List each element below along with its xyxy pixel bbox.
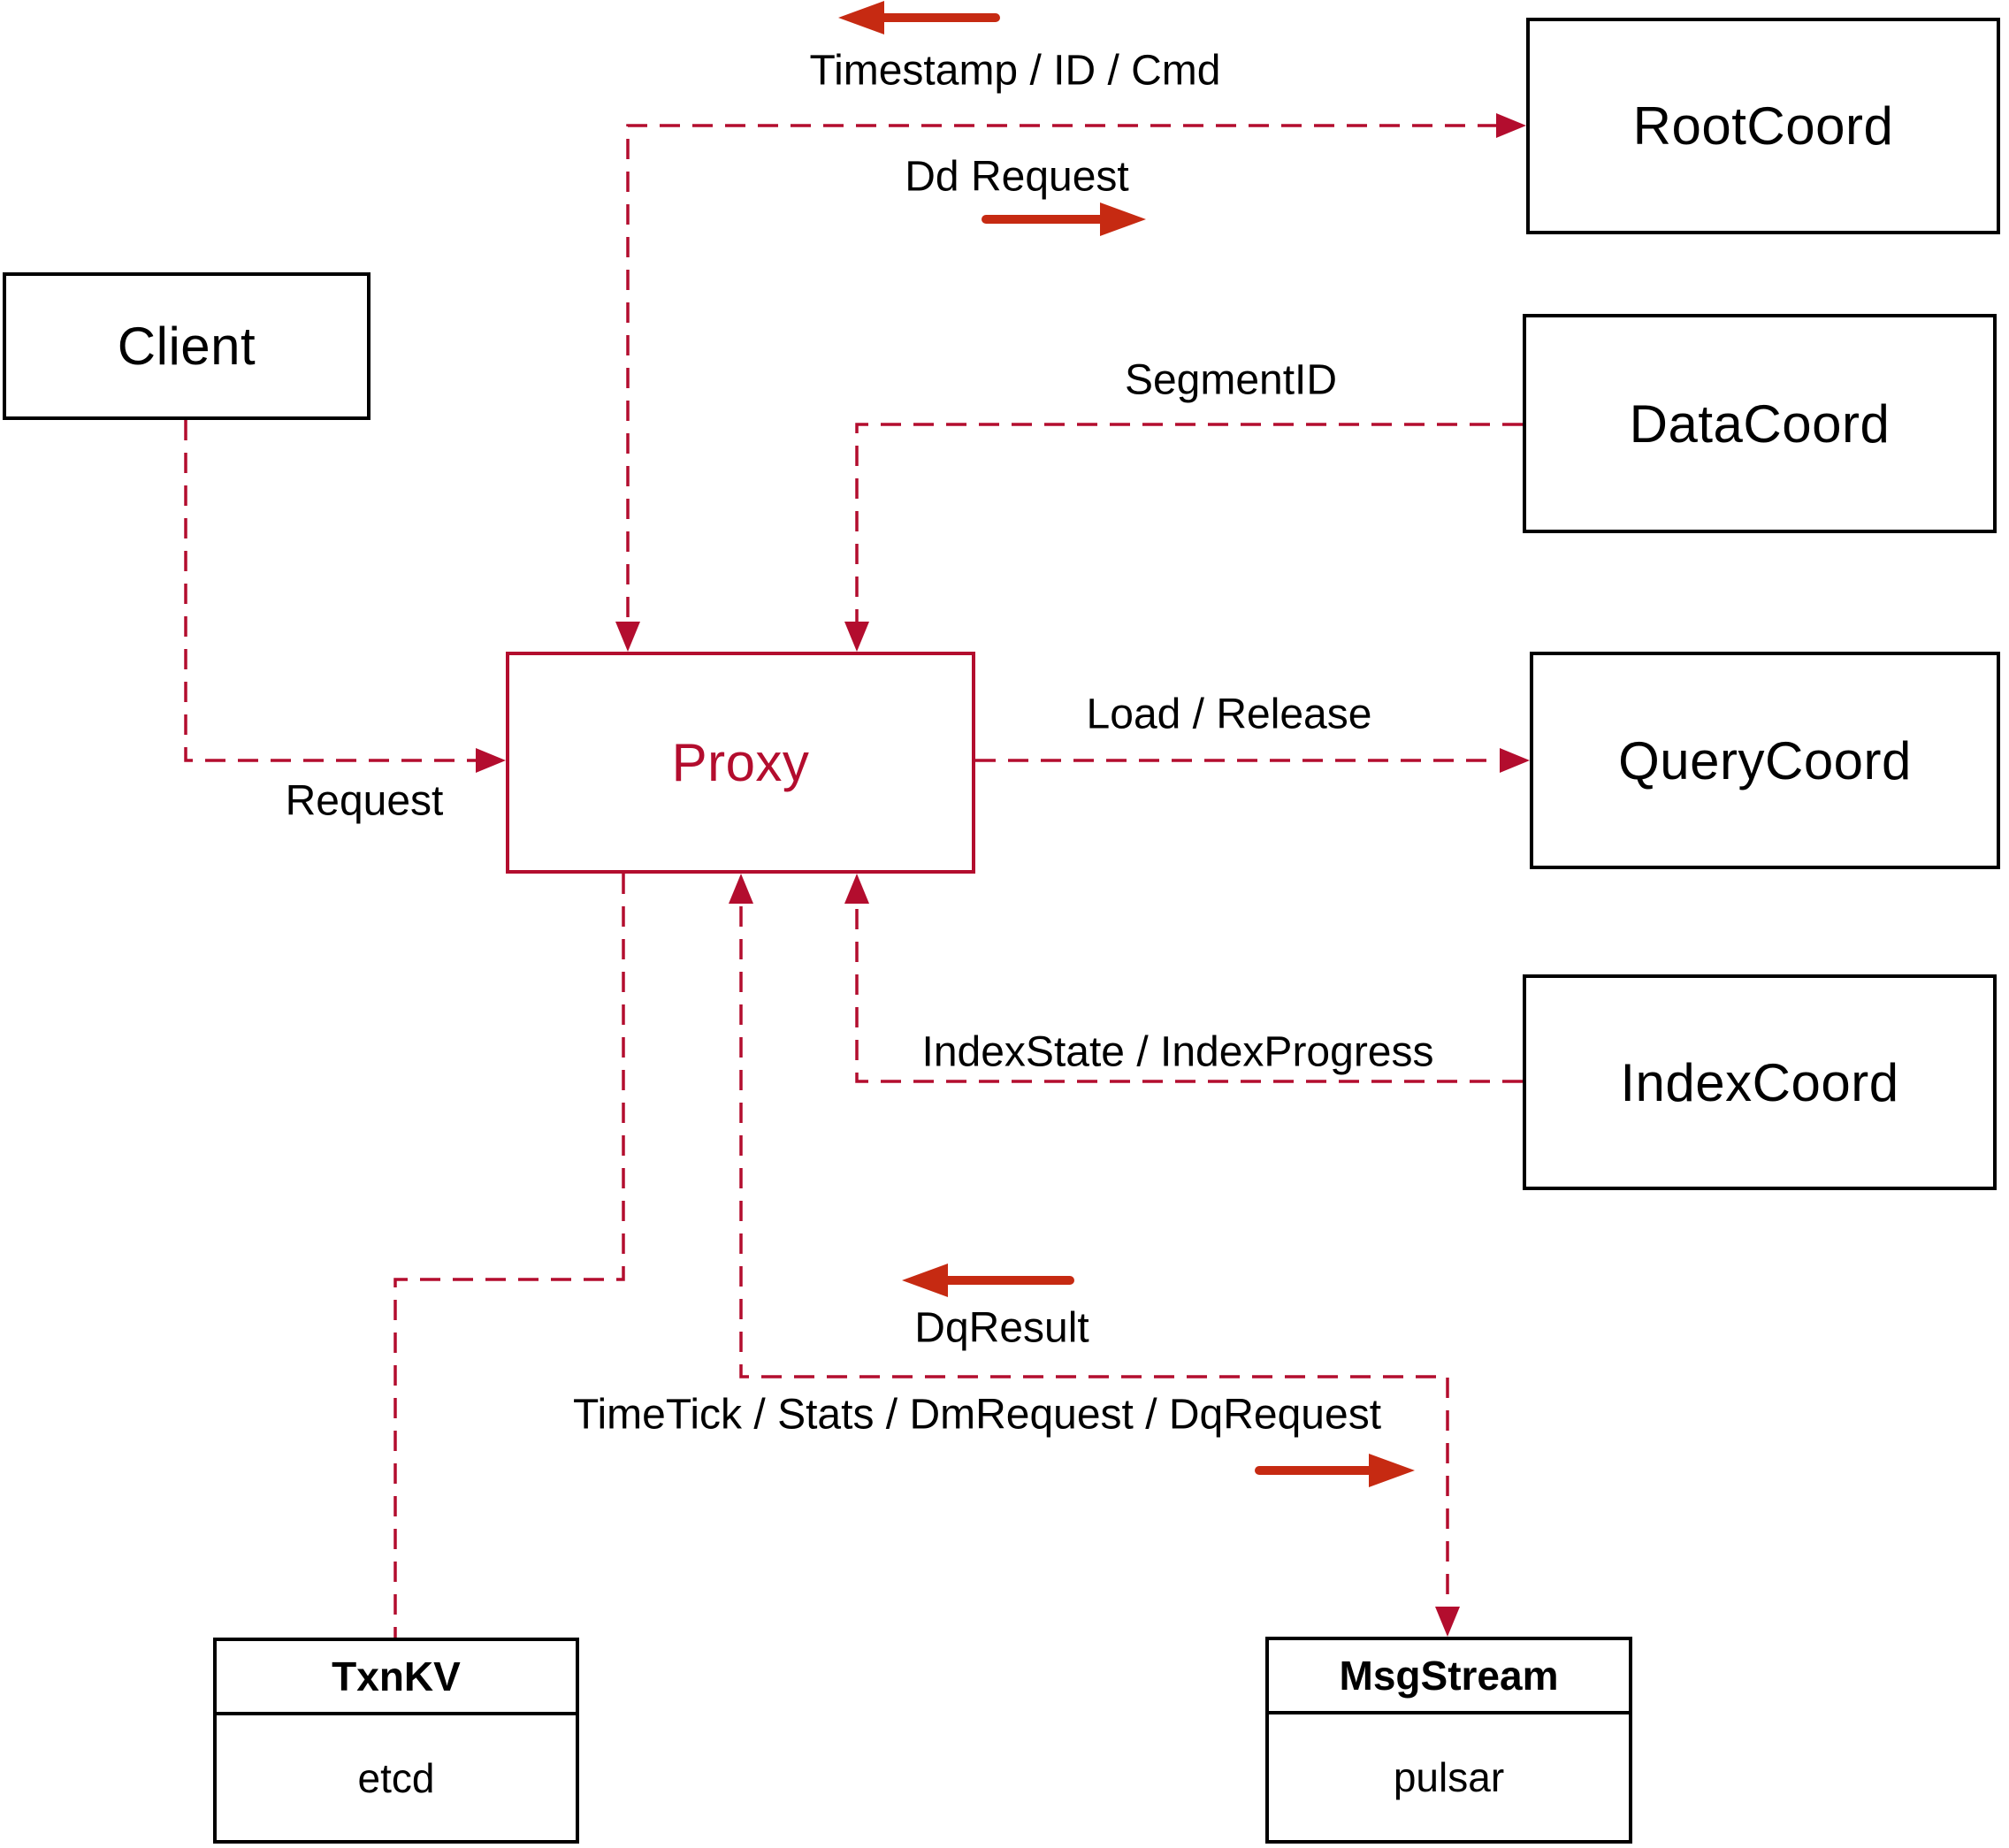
node-msgstream-title: MsgStream bbox=[1269, 1640, 1629, 1714]
node-datacoord: DataCoord bbox=[1523, 314, 1997, 533]
arrowhead-into-proxy-top-left bbox=[615, 622, 640, 652]
edge-label-timestamp-id-cmd: Timestamp / ID / Cmd bbox=[809, 47, 1221, 95]
edge-label-request: Request bbox=[285, 777, 444, 825]
edge-label-index-state-progress: IndexState / IndexProgress bbox=[921, 1028, 1434, 1076]
timetick-direction-arrow-head bbox=[1369, 1454, 1415, 1487]
node-querycoord-label: QueryCoord bbox=[1618, 730, 1912, 790]
edge-label-dd-request: Dd Request bbox=[905, 153, 1129, 201]
timestamp-direction-arrow-head bbox=[838, 1, 884, 34]
edge-proxy-txnkv bbox=[393, 874, 625, 1638]
arrowhead-into-rootcoord bbox=[1496, 113, 1526, 138]
edge-client-proxy bbox=[184, 420, 477, 762]
node-datacoord-label: DataCoord bbox=[1629, 393, 1891, 454]
arrowhead-into-proxy-bottom-right bbox=[844, 874, 869, 904]
node-indexcoord-label: IndexCoord bbox=[1620, 1052, 1899, 1112]
node-txnkv-impl: etcd bbox=[357, 1754, 435, 1801]
edge-rootcoord-proxy bbox=[626, 124, 1498, 622]
node-msgstream: MsgStream pulsar bbox=[1265, 1637, 1632, 1844]
edge-label-segment-id: SegmentID bbox=[1124, 356, 1338, 404]
edge-label-load-release: Load / Release bbox=[1086, 691, 1372, 738]
arrowhead-into-proxy-top-right bbox=[844, 622, 869, 652]
edge-label-timetick-stats: TimeTick / Stats / DmRequest / DqRequest bbox=[572, 1391, 1382, 1439]
node-msgstream-impl: pulsar bbox=[1393, 1754, 1505, 1800]
node-indexcoord: IndexCoord bbox=[1523, 974, 1997, 1190]
arrowhead-into-msgstream bbox=[1435, 1607, 1460, 1637]
arrowhead-into-proxy-bottom-mid bbox=[729, 874, 753, 904]
node-proxy-label: Proxy bbox=[671, 733, 810, 792]
node-client-label: Client bbox=[117, 317, 256, 376]
edge-indexcoord-proxy bbox=[855, 906, 1523, 1083]
node-txnkv: TxnKV etcd bbox=[213, 1638, 579, 1844]
arrowhead-into-querycoord bbox=[1500, 748, 1530, 773]
node-rootcoord-label: RootCoord bbox=[1632, 96, 1894, 156]
edge-datacoord-proxy bbox=[855, 423, 1523, 622]
dq-result-direction-arrow-head bbox=[902, 1264, 948, 1297]
node-proxy: Proxy bbox=[506, 652, 975, 874]
node-querycoord: QueryCoord bbox=[1530, 652, 2000, 869]
edge-proxy-msgstream bbox=[739, 906, 1449, 1605]
arrowhead-into-proxy-left bbox=[476, 748, 506, 773]
dd-request-direction-arrow-head bbox=[1100, 202, 1146, 236]
node-txnkv-title: TxnKV bbox=[217, 1641, 576, 1715]
node-rootcoord: RootCoord bbox=[1526, 18, 2000, 234]
edge-label-dq-result: DqResult bbox=[914, 1304, 1089, 1352]
node-client: Client bbox=[3, 272, 370, 420]
